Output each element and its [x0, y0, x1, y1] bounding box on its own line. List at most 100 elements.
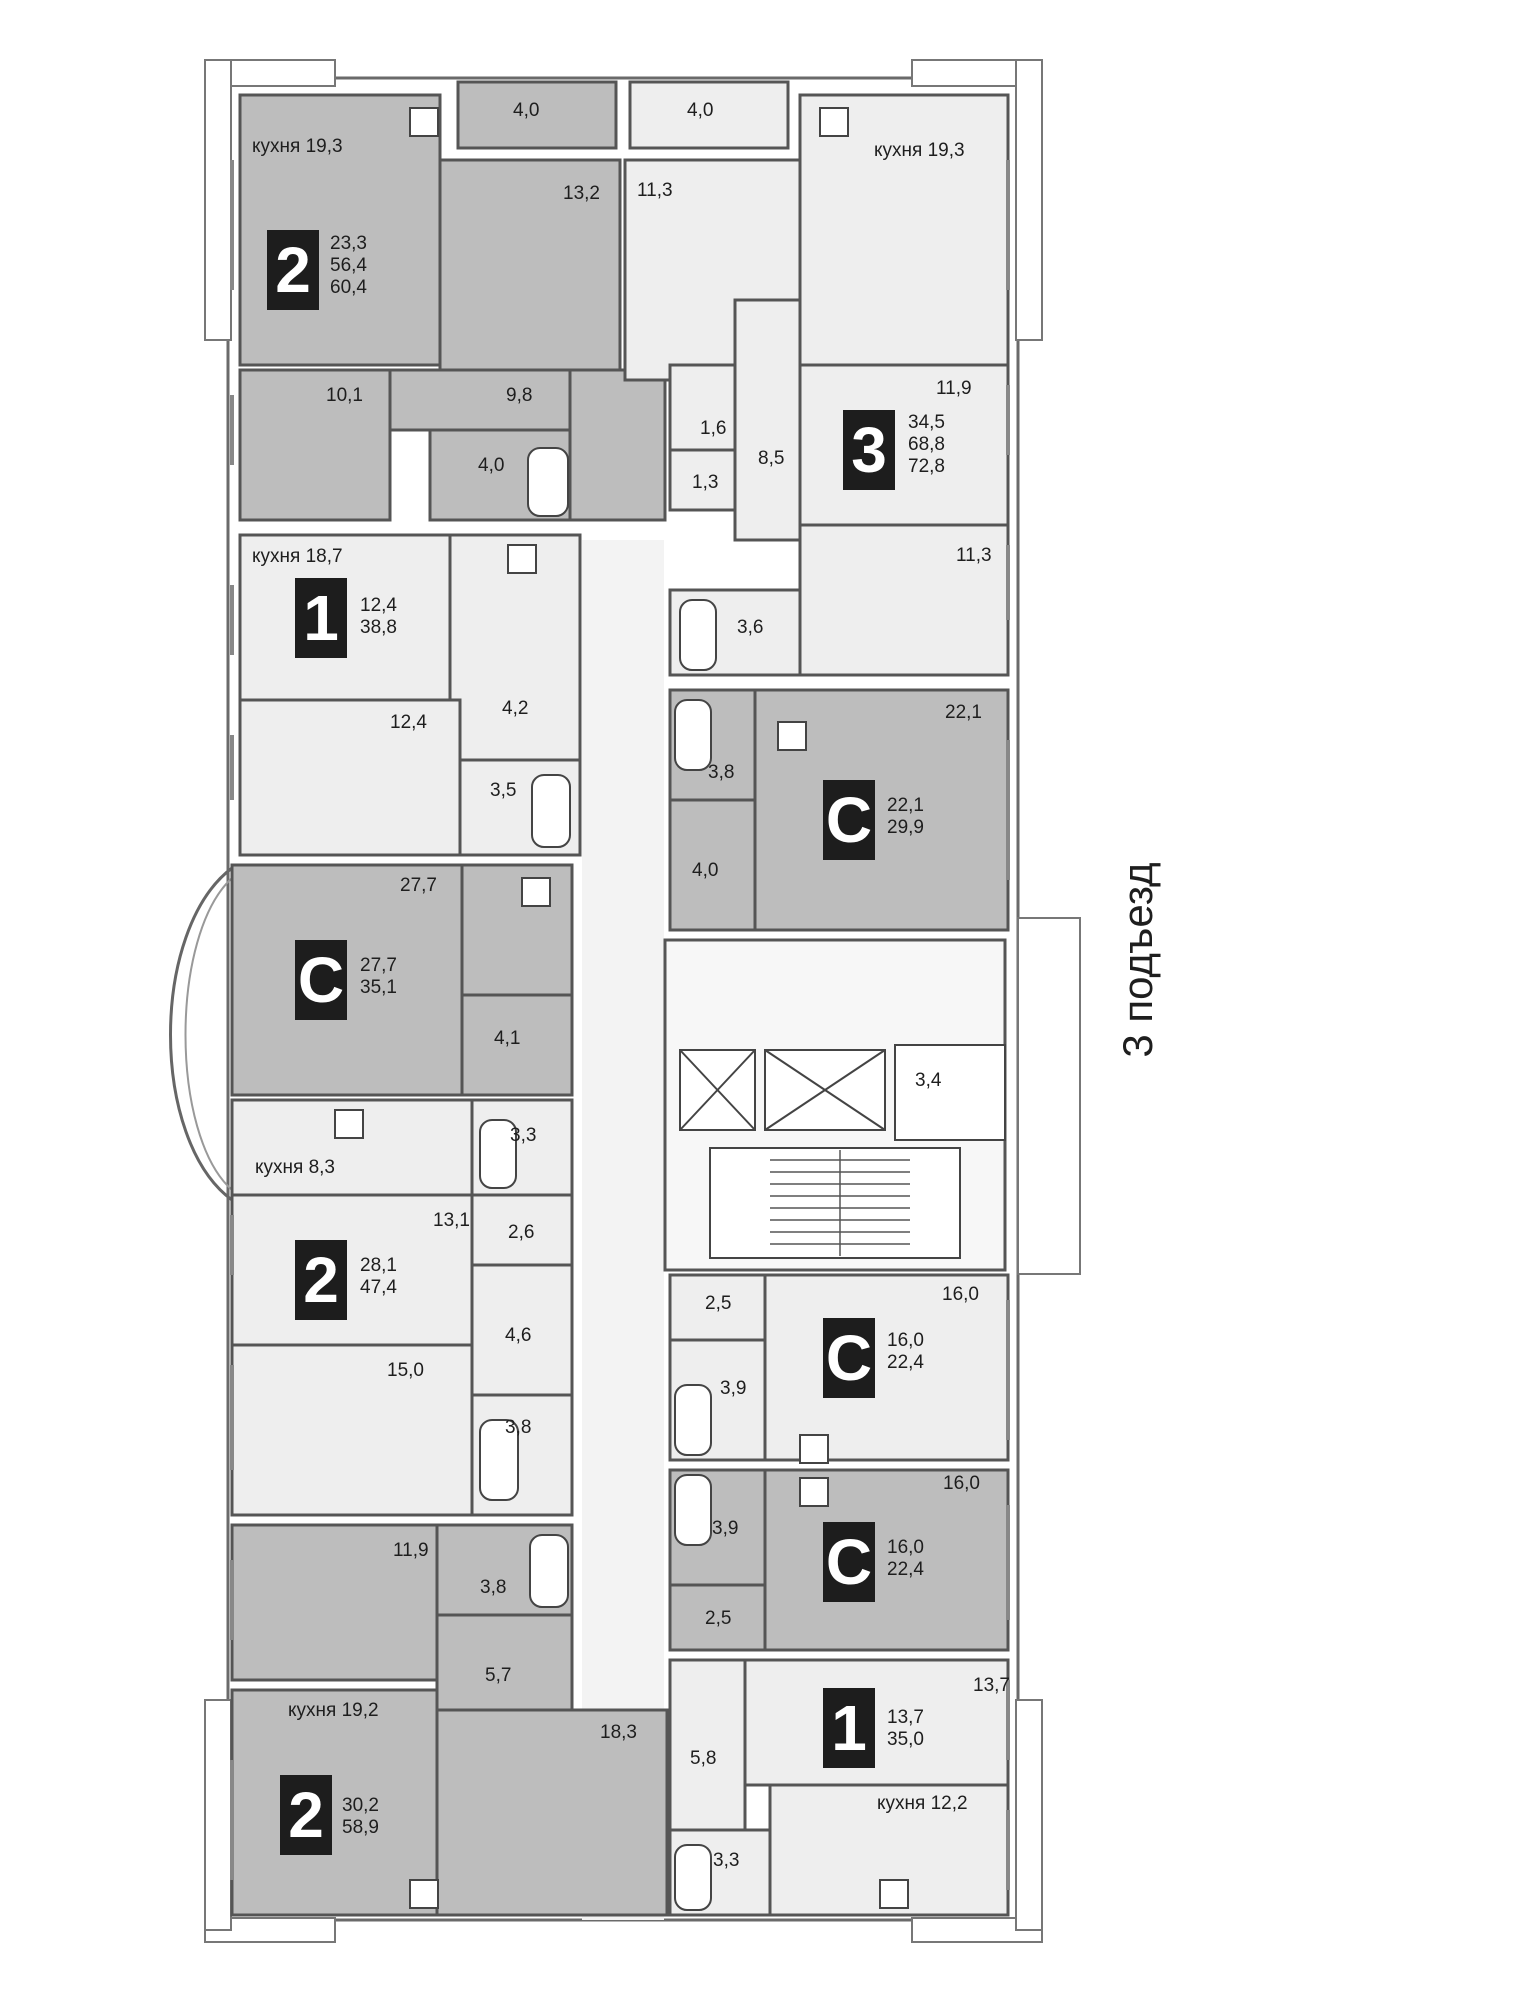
- windows: [230, 160, 1010, 1890]
- apt-2-top-room-13-2: [438, 158, 622, 372]
- area-living: 28,1: [360, 1255, 397, 1276]
- apt-2-mid-room-15-0: [230, 1343, 474, 1517]
- apartment-areas: 12,4 38,8: [360, 595, 397, 639]
- apt-3-room-11-9: [798, 363, 1010, 527]
- apt-1-room: [238, 698, 462, 857]
- apartment-areas: 13,7 35,0: [887, 1707, 924, 1751]
- apt-2-bot-room-18-3: [435, 1708, 669, 1917]
- apartment-areas: 34,5 68,8 72,8: [908, 412, 945, 478]
- area-total: 38,8: [360, 617, 397, 638]
- room-5-7: 5,7: [485, 1665, 512, 1686]
- apartment-areas: 27,7 35,1: [360, 955, 397, 999]
- room-22-1: 22,1: [945, 702, 982, 723]
- studio-a-hall: [668, 798, 757, 932]
- side-balcony-right-top: [1015, 59, 1043, 341]
- room-kitchen-top-left: кухня 19,3: [252, 136, 343, 157]
- room-18-3: 18,3: [600, 1722, 637, 1743]
- room-11-9-bot: 11,9: [393, 1540, 429, 1561]
- entrance-porch: [1017, 917, 1081, 1275]
- room-11-3-top: 11,3: [637, 180, 673, 201]
- corridor: [582, 540, 664, 1920]
- room-1-3: 1,3: [692, 472, 719, 493]
- area-total: 22,4: [887, 1352, 924, 1373]
- room-1-6: 1,6: [700, 418, 727, 439]
- fixtures: [334, 107, 909, 1911]
- apartment-type-badge: 2: [295, 1240, 347, 1320]
- apt-2-bot-kitchen: [230, 1688, 439, 1917]
- apartment-areas: 16,0 22,4: [887, 1537, 924, 1581]
- area-living: 34,5: [908, 412, 945, 433]
- room-13-1: 13,1: [433, 1210, 470, 1231]
- apartment-type-badge: 3: [843, 410, 895, 490]
- room-2-5-top: 2,5: [705, 1293, 732, 1314]
- side-balcony-right-bottom: [1015, 1699, 1043, 1931]
- apartment-areas: 16,0 22,4: [887, 1330, 924, 1374]
- room-3-4: 3,4: [915, 1070, 942, 1091]
- area-total: 29,9: [887, 817, 924, 838]
- apartment-type-badge: 1: [295, 578, 347, 658]
- stair-treads: [770, 1150, 910, 1256]
- apartment-type-badge: С: [823, 780, 875, 860]
- room-kitchen-18-7: кухня 18,7: [252, 546, 343, 567]
- studio-b-hall: [460, 993, 574, 1097]
- apt-2-mid-hall: [470, 1263, 574, 1397]
- room-3-8-studio: 3,8: [708, 762, 735, 783]
- room-16-0-top: 16,0: [942, 1284, 979, 1305]
- studio-d-hall: [668, 1583, 767, 1652]
- area-living: 23,3: [330, 233, 367, 254]
- room-2-5-bot: 2,5: [705, 1608, 732, 1629]
- room-kitchen-top-right: кухня 19,3: [874, 140, 965, 161]
- apartment-type-badge: 2: [267, 230, 319, 310]
- room-3-3-bot: 3,3: [713, 1850, 740, 1871]
- room-balcony-right: 4,0: [687, 100, 714, 121]
- area-total: 35,1: [360, 977, 397, 998]
- apt-2-top-hall: [388, 368, 572, 432]
- room-4-0-bath: 4,0: [478, 455, 505, 476]
- room-2-6: 2,6: [508, 1222, 535, 1243]
- room-27-7: 27,7: [400, 875, 437, 896]
- apt-3-kitchen: [798, 93, 1010, 367]
- studio-b-room: [230, 863, 464, 1097]
- area-full: 60,4: [330, 277, 367, 298]
- bay-window-arc-inner: [184, 877, 233, 1191]
- area-total: 68,8: [908, 434, 945, 455]
- room-8-5: 8,5: [758, 448, 785, 469]
- area-living: 16,0: [887, 1330, 924, 1351]
- apartment-type-badge: С: [295, 940, 347, 1020]
- room-kitchen-12-2: кухня 12,2: [877, 1793, 968, 1814]
- room-15-0: 15,0: [387, 1360, 424, 1381]
- apt-3-wc: [668, 363, 737, 452]
- apt-1b-hall: [668, 1658, 747, 1832]
- room-4-2: 4,2: [502, 698, 529, 719]
- apartment-type-badge: С: [823, 1318, 875, 1398]
- apartment-type-badge: 1: [823, 1688, 875, 1768]
- apt-2-bot-hall: [435, 1613, 574, 1712]
- area-full: 72,8: [908, 456, 945, 477]
- studio-c-room: [763, 1273, 1010, 1462]
- room-4-6: 4,6: [505, 1325, 532, 1346]
- utility-room: [894, 1044, 1006, 1141]
- room-balcony-left: 4,0: [513, 100, 540, 121]
- studio-b-kitchen: [460, 863, 574, 997]
- room-4-0-studio: 4,0: [692, 860, 719, 881]
- area-living: 27,7: [360, 955, 397, 976]
- area-total: 22,4: [887, 1559, 924, 1580]
- apt-3-room-11-3-b: [798, 523, 1010, 677]
- apartment-areas: 22,1 29,9: [887, 795, 924, 839]
- apartment-areas: 23,3 56,4 60,4: [330, 233, 367, 299]
- room-kitchen-19-2: кухня 19,2: [288, 1700, 379, 1721]
- apartment-type-badge: 2: [280, 1775, 332, 1855]
- apartment-areas: 28,1 47,4: [360, 1255, 397, 1299]
- room-3-8-bot: 3,8: [480, 1577, 507, 1598]
- room-13-7: 13,7: [973, 1675, 1010, 1696]
- area-living: 12,4: [360, 595, 397, 616]
- apt-2-top-balcony: [456, 80, 618, 150]
- apt-2-top-room-10-1: [238, 368, 392, 522]
- room-3-9-top: 3,9: [720, 1378, 747, 1399]
- room-11-9-top: 11,9: [936, 378, 972, 399]
- room-kitchen-8-3: кухня 8,3: [255, 1157, 335, 1178]
- apt-2-top-hall-2: [568, 368, 667, 522]
- room-13-2: 13,2: [563, 183, 600, 204]
- room-12-4: 12,4: [390, 712, 427, 733]
